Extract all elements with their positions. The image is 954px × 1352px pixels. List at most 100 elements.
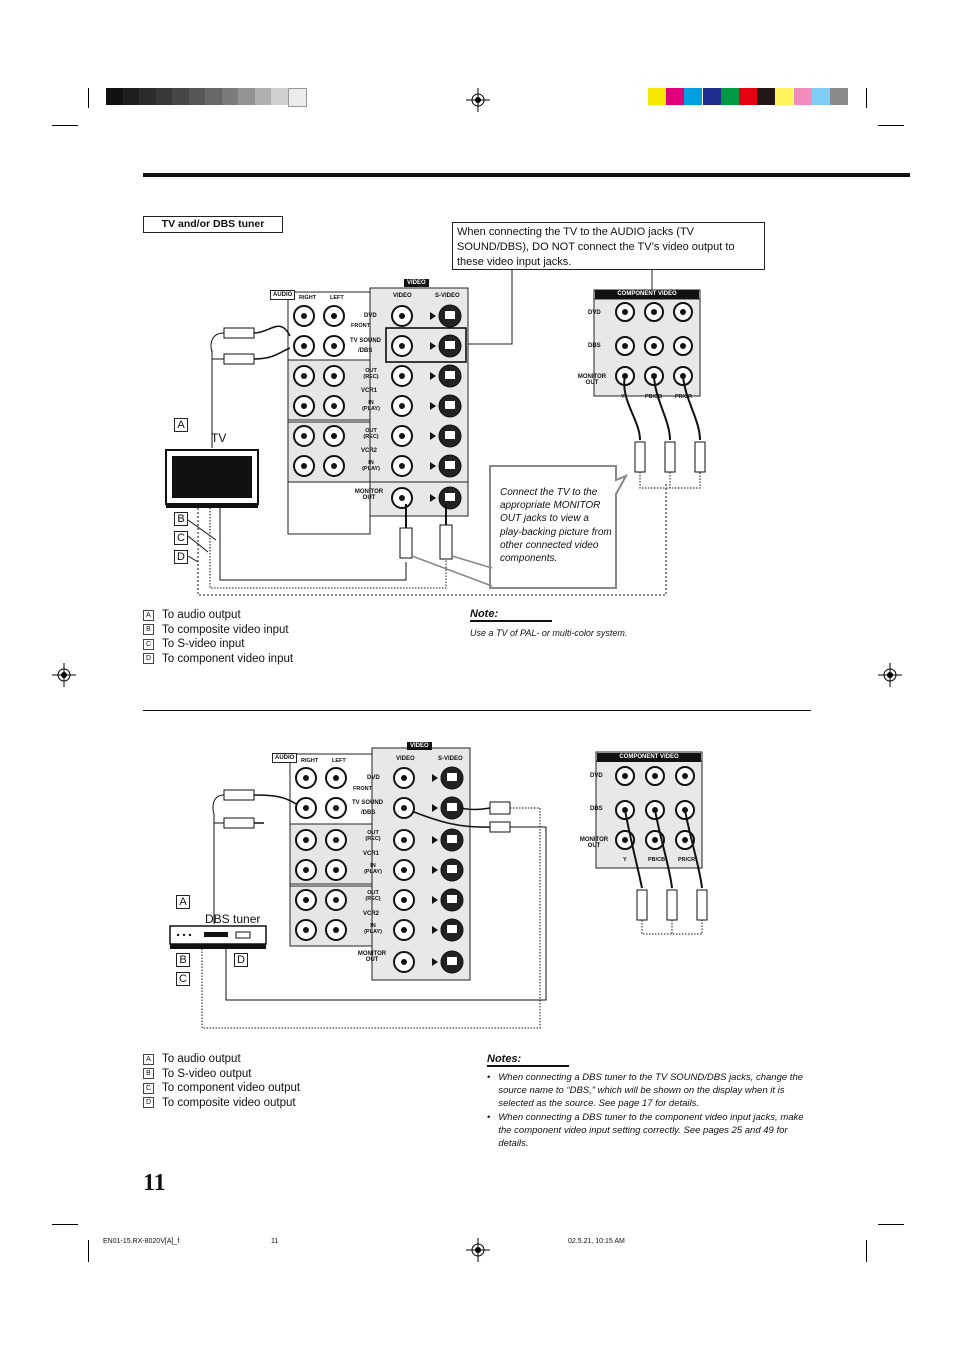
note-item: •When connecting a DBS tuner to the comp… [487, 1111, 812, 1151]
right-label: RIGHT [299, 295, 317, 301]
monitor-out-label: MONITOR OUT [354, 489, 384, 501]
dvd-label-2: DVD [367, 775, 380, 781]
page-number: 11 [143, 1170, 166, 1196]
comp-pb-label: PB/CB [645, 394, 663, 400]
svideo-col-label: S-VIDEO [435, 293, 460, 299]
comp-pr-label-2: PR/CR [678, 857, 696, 863]
gray-swatch [221, 88, 239, 105]
gray-swatch [254, 88, 272, 105]
footer-timestamp: 02.5.21, 10:15 AM [568, 1238, 625, 1245]
dbs-tuner-label: DBS tuner [205, 912, 261, 926]
legend-key: A [143, 609, 154, 621]
color-swatch [702, 88, 721, 105]
letter-b-2: B [176, 953, 190, 967]
comp-y-label: Y [621, 394, 625, 400]
monitor-out-label-2: MONITOR OUT [357, 951, 387, 963]
letter-a-2: A [176, 895, 190, 909]
tv-label: TV [211, 431, 227, 445]
comp-dvd-label: DVD [588, 310, 601, 316]
notes-list: •When connecting a DBS tuner to the TV S… [487, 1071, 812, 1150]
warning-note: When connecting the TV to the AUDIO jack… [452, 222, 765, 270]
legend-text: To component video output [162, 1082, 301, 1095]
vcr2-label: VCR2 [361, 448, 378, 454]
comp-monitor-label-2: MONITOR OUT [579, 837, 609, 849]
vcr1-label: VCR1 [361, 388, 378, 394]
audio-tag: AUDIO [270, 290, 296, 300]
in-play-label-4: IN (PLAY) [364, 923, 382, 935]
note-text: When connecting a DBS tuner to the TV SO… [498, 1072, 804, 1110]
legend-text: To S-video input [162, 638, 245, 651]
comp-monitor-label: MONITOR OUT [577, 374, 607, 386]
dbs-line-label: /DBS [358, 348, 373, 354]
gray-swatch [122, 88, 140, 105]
note-text: When connecting a DBS tuner to the compo… [498, 1111, 804, 1150]
crop-mark [52, 125, 78, 126]
legend-key: D [143, 653, 154, 665]
vcr2-label-2: VCR2 [363, 911, 380, 917]
letter-b: B [174, 512, 188, 526]
crop-mark [88, 88, 89, 108]
crop-mark [866, 1240, 867, 1262]
component-video-tag: COMPONENT VIDEO [595, 290, 699, 299]
in-play-label: IN (PLAY) [362, 400, 380, 412]
note-text: Use a TV of PAL- or multi-color system. [470, 628, 628, 638]
tv-sound-label-2: TV SOUND [352, 800, 384, 806]
color-swatch [811, 88, 830, 105]
note-item: •When connecting a DBS tuner to the TV S… [487, 1071, 812, 1111]
out-rec-label: OUT (REC) [363, 368, 379, 380]
comp-pb-label-2: PB/CB [648, 857, 666, 863]
legend-key: C [143, 1082, 154, 1094]
out-rec-label-3: OUT (REC) [365, 830, 381, 842]
footer-filename: EN01-15.RX-8020V[A]_f [103, 1238, 180, 1245]
legend-key: A [143, 1053, 154, 1065]
registration-target-icon [466, 88, 490, 112]
legend-key: C [143, 638, 154, 650]
gray-swatch [188, 88, 206, 105]
left-label-2: LEFT [332, 758, 346, 764]
callout-text: Connect the TV to the appropriate MONITO… [500, 487, 612, 565]
registration-target-icon [466, 1238, 490, 1262]
dbs-line-label-2: /DBS [361, 810, 376, 816]
right-label-2: RIGHT [301, 758, 319, 764]
color-swatch [775, 88, 794, 105]
gray-swatch [172, 88, 189, 105]
header-rule [143, 173, 910, 177]
in-play-label-3: IN (PLAY) [364, 863, 382, 875]
section-divider [143, 710, 811, 711]
video-tag: VIDEO [404, 279, 429, 287]
gray-swatch [205, 88, 222, 105]
legend-text: To audio output [162, 609, 241, 622]
comp-dbs-label: DBS [588, 343, 601, 349]
crop-mark [878, 125, 904, 126]
tv-sound-label: TV SOUND [350, 338, 382, 344]
color-swatch [720, 88, 739, 105]
video-tag-2: VIDEO [407, 742, 432, 750]
out-rec-label-4: OUT (REC) [365, 890, 381, 902]
comp-dvd-label-2: DVD [590, 773, 603, 779]
gray-swatch [106, 88, 123, 105]
legend-item: C To component video output [143, 1081, 300, 1096]
crop-mark [52, 1224, 78, 1225]
letter-c-2: C [176, 972, 190, 986]
color-swatch [793, 88, 812, 105]
comp-dbs-label-2: DBS [590, 806, 603, 812]
note-title: Note: [470, 608, 552, 622]
registration-target-icon [52, 663, 76, 687]
front-label: FRONT [351, 323, 370, 329]
comp-pr-label: PR/CR [675, 394, 693, 400]
registration-target-icon [878, 663, 902, 687]
notes-title: Notes: [487, 1053, 569, 1067]
legend-text: To S-video output [162, 1067, 252, 1080]
legend-item: C To S-video input [143, 637, 293, 652]
video-col-label-2: VIDEO [396, 756, 415, 762]
crop-mark [88, 1240, 89, 1262]
color-swatch [830, 88, 848, 105]
gray-swatch [155, 88, 173, 105]
gray-swatch [139, 88, 156, 105]
legend-text: To composite video input [162, 623, 289, 636]
